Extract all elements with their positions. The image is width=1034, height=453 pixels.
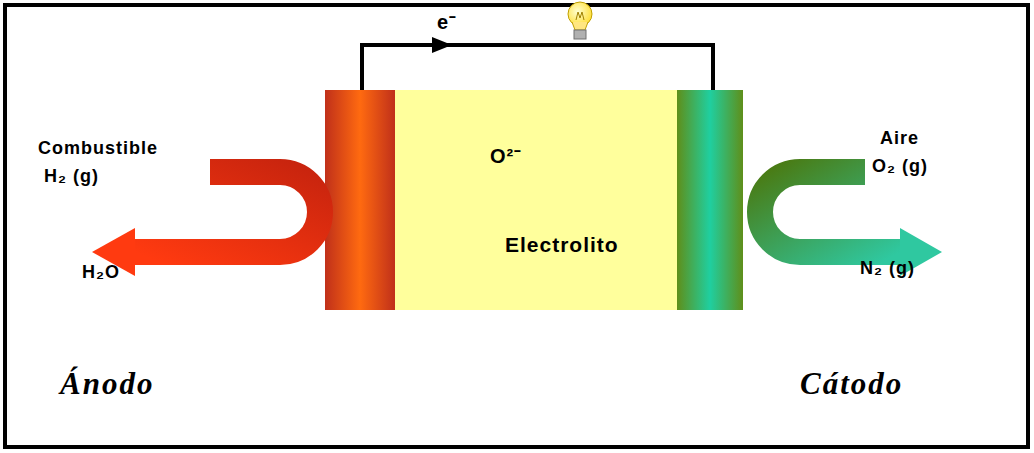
air-label: Aire	[880, 128, 919, 149]
electrolyte-box: O²⁻ Electrolito	[395, 90, 677, 310]
lamp-symbol	[568, 2, 592, 39]
electron-arrow	[432, 37, 452, 53]
nitrogen-formula: N₂ (g)	[860, 258, 915, 279]
oxygen-formula: O₂ (g)	[872, 156, 928, 177]
fuel-formula: H₂ (g)	[44, 166, 99, 187]
cathode-plate	[677, 90, 743, 310]
fuel-label: Combustible	[38, 138, 158, 159]
frame	[5, 5, 1028, 447]
electron-label: e⁻	[437, 8, 457, 35]
cathode-label: Cátodo	[800, 366, 903, 402]
fuel-flow-arrow	[92, 172, 320, 276]
anode-plate	[325, 90, 395, 310]
anode-label: Ánodo	[60, 366, 154, 402]
external-wire	[362, 45, 713, 90]
water-label: H₂O	[82, 262, 120, 283]
electrolyte-label: Electrolito	[505, 233, 619, 257]
ion-label: O²⁻	[490, 142, 522, 169]
